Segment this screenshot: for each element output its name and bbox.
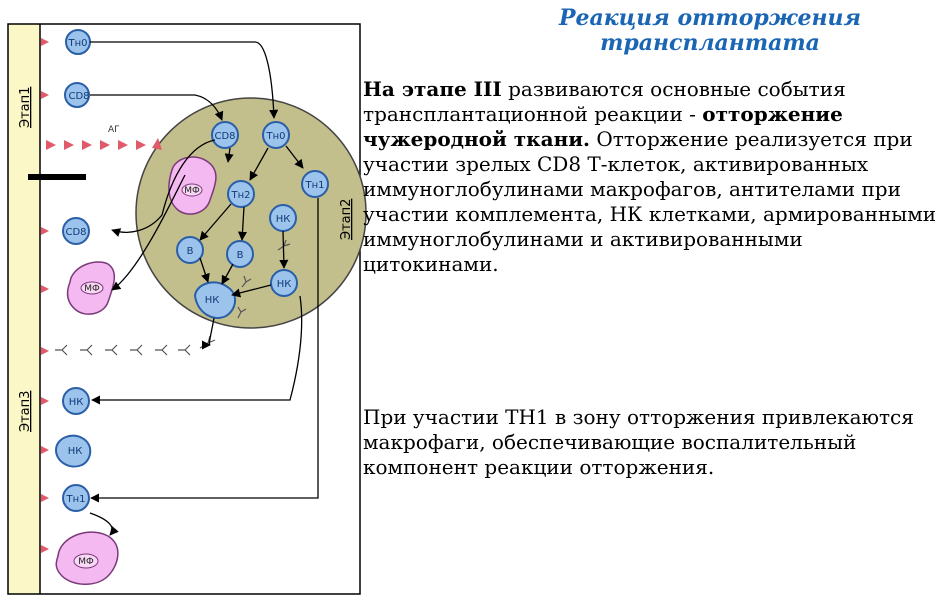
svg-text:МФ: МФ bbox=[78, 557, 94, 567]
svg-text:НК: НК bbox=[277, 279, 292, 290]
process-arrows bbox=[89, 41, 319, 536]
cell-nk-out-1: НК bbox=[62, 387, 90, 415]
cell-th0-top: Тн0 bbox=[65, 29, 91, 55]
stage-divider bbox=[28, 174, 86, 180]
entry-arrows bbox=[41, 38, 49, 553]
para1-lead-bold: На этапе III bbox=[363, 77, 502, 101]
paragraph-stage3: На этапе III развиваются основные событи… bbox=[363, 77, 943, 277]
cell-th1-zone: Тн1 bbox=[301, 170, 329, 198]
cell-b-zone-2: В bbox=[226, 240, 254, 268]
svg-text:В: В bbox=[187, 246, 194, 257]
svg-text:CD8: CD8 bbox=[68, 91, 89, 102]
svg-text:Тн1: Тн1 bbox=[304, 180, 324, 191]
slide-title: Реакция отторжения трансплантата bbox=[470, 6, 944, 56]
svg-text:В: В bbox=[237, 250, 244, 261]
svg-text:CD8: CD8 bbox=[65, 227, 86, 238]
stage-sidebar bbox=[7, 23, 41, 595]
stage3-label: Этап3 bbox=[18, 391, 33, 432]
para2-text: При участии ТН1 в зону отторжения привле… bbox=[363, 405, 914, 479]
ag-label: АГ bbox=[108, 125, 120, 135]
svg-text:НК: НК bbox=[205, 295, 220, 306]
svg-text:Тн2: Тн2 bbox=[230, 190, 250, 201]
svg-text:НК: НК bbox=[69, 397, 84, 408]
rejection-zone bbox=[135, 97, 367, 329]
cell-mf-out-1: МФ bbox=[66, 261, 116, 315]
antibody-row bbox=[55, 335, 216, 356]
cell-nk-zone-top: НК bbox=[269, 204, 297, 232]
cell-th2-zone: Тн2 bbox=[227, 180, 255, 208]
para1-bold-phrase: отторжение чужеродной ткани. bbox=[363, 102, 843, 151]
title-line-2: трансплантата bbox=[600, 30, 820, 56]
svg-text:Тн1: Тн1 bbox=[65, 494, 85, 505]
cell-mf-zone: МФ bbox=[168, 156, 217, 215]
svg-text:Тн0: Тн0 bbox=[67, 38, 87, 49]
svg-text:МФ: МФ bbox=[84, 284, 100, 294]
svg-text:МФ: МФ bbox=[184, 186, 200, 196]
paragraph-th1: При участии ТН1 в зону отторжения привле… bbox=[363, 405, 943, 480]
cell-cd8-left: CD8 bbox=[64, 82, 90, 108]
cell-nk-out-2: НК bbox=[54, 434, 92, 468]
cell-nk-zone-mid: НК bbox=[270, 269, 298, 297]
cell-cd8-out: CD8 bbox=[62, 217, 90, 245]
title-line-1: Реакция отторжения bbox=[558, 5, 862, 31]
cell-cd8-zone: CD8 bbox=[211, 121, 239, 149]
cell-th1-out: Тн1 bbox=[62, 484, 90, 512]
diagram-frame bbox=[7, 23, 361, 595]
antigen-arrows bbox=[46, 138, 162, 150]
cell-nk-zone-bottom: НК bbox=[193, 281, 236, 319]
stage1-label: Этап1 bbox=[18, 87, 33, 128]
cell-mf-out-2: МФ bbox=[55, 531, 119, 585]
svg-text:Тн0: Тн0 bbox=[265, 131, 285, 142]
svg-text:НК: НК bbox=[68, 446, 83, 457]
cell-b-zone-1: В bbox=[176, 236, 204, 264]
para1-rest: Отторжение реализуется при участии зрелы… bbox=[363, 127, 937, 276]
svg-text:CD8: CD8 bbox=[214, 131, 235, 142]
cell-th0-zone: Тн0 bbox=[262, 121, 290, 149]
stage2-label: Этап2 bbox=[339, 199, 354, 240]
para1-after-lead: развиваются основные события транспланта… bbox=[363, 77, 846, 126]
svg-text:НК: НК bbox=[276, 214, 291, 225]
